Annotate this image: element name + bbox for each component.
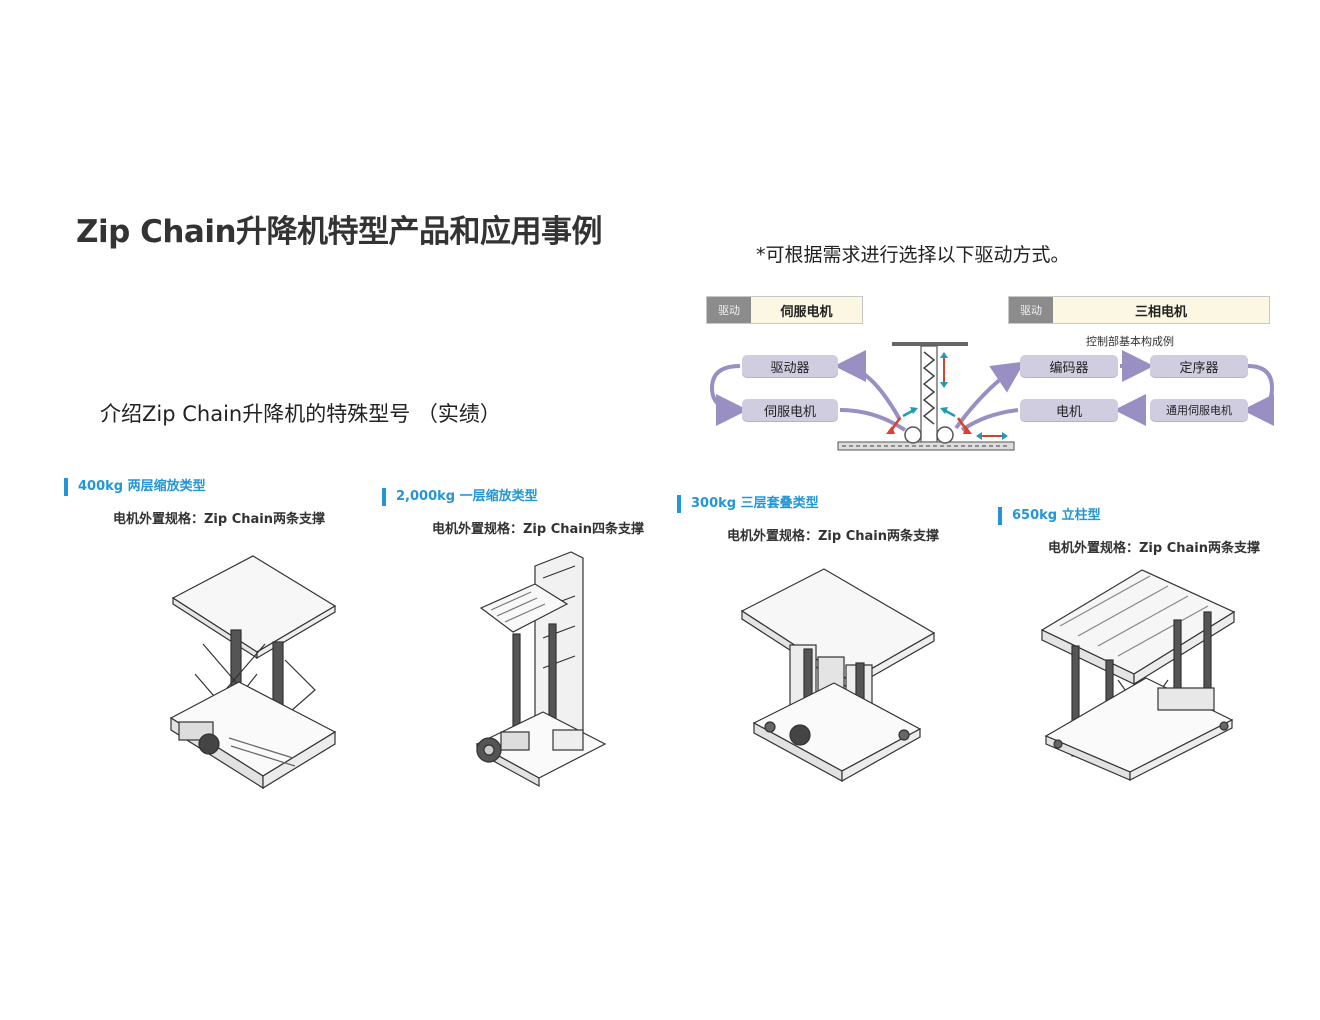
- product-spec-1: 电机外置规格：Zip Chain两条支撑: [113, 512, 325, 527]
- drive-type-three-phase: 三相电机: [1053, 297, 1269, 323]
- sprocket-left: [904, 426, 922, 444]
- product-spec-4: 电机外置规格：Zip Chain两条支撑: [1048, 541, 1260, 556]
- block-general-servo-motor: 通用伺服电机: [1150, 399, 1248, 421]
- drive-selection-note: *可根据需求进行选择以下驱动方式。: [756, 244, 1070, 266]
- block-sequencer: 定序器: [1150, 355, 1248, 377]
- block-driver: 驱动器: [742, 355, 838, 377]
- product-image-2000kg-column: [475, 551, 607, 788]
- product-spec-2: 电机外置规格：Zip Chain四条支撑: [432, 522, 644, 537]
- block-motor: 电机: [1020, 399, 1118, 421]
- drive-type-servo: 伺服电机: [751, 297, 862, 323]
- block-encoder: 编码器: [1020, 355, 1118, 377]
- intro-text: 介绍Zip Chain升降机的特殊型号 （实绩）: [100, 402, 501, 426]
- product-image-300kg-telescopic: [740, 568, 936, 783]
- zip-chain-lift-illustration: [837, 342, 1015, 451]
- product-title-2: 2,000kg 一层缩放类型: [382, 488, 538, 506]
- product-title-1: 400kg 两层缩放类型: [64, 478, 206, 496]
- block-servo-motor-left: 伺服电机: [742, 399, 838, 421]
- drive-diagram: 驱动 伺服电机 驱动 三相电机 控制部基本构成例: [700, 290, 1290, 460]
- control-caption: 控制部基本构成例: [1086, 335, 1174, 348]
- lift-top-plate: [892, 342, 968, 346]
- product-image-400kg-scissor: [169, 555, 337, 790]
- sprocket-right: [936, 426, 954, 444]
- flow-connectors: [709, 350, 1275, 432]
- drive-header-servo: 驱动 伺服电机: [706, 296, 863, 324]
- drive-tag-label: 驱动: [1009, 297, 1053, 323]
- product-image-650kg-pillar: [1040, 569, 1236, 781]
- product-title-3: 300kg 三层套叠类型: [677, 495, 819, 513]
- page-title: Zip Chain升降机特型产品和应用事例: [76, 214, 603, 250]
- product-title-4: 650kg 立柱型: [998, 507, 1101, 525]
- drive-header-three-phase: 驱动 三相电机: [1008, 296, 1270, 324]
- drive-tag-label: 驱动: [707, 297, 751, 323]
- product-spec-3: 电机外置规格：Zip Chain两条支撑: [727, 529, 939, 544]
